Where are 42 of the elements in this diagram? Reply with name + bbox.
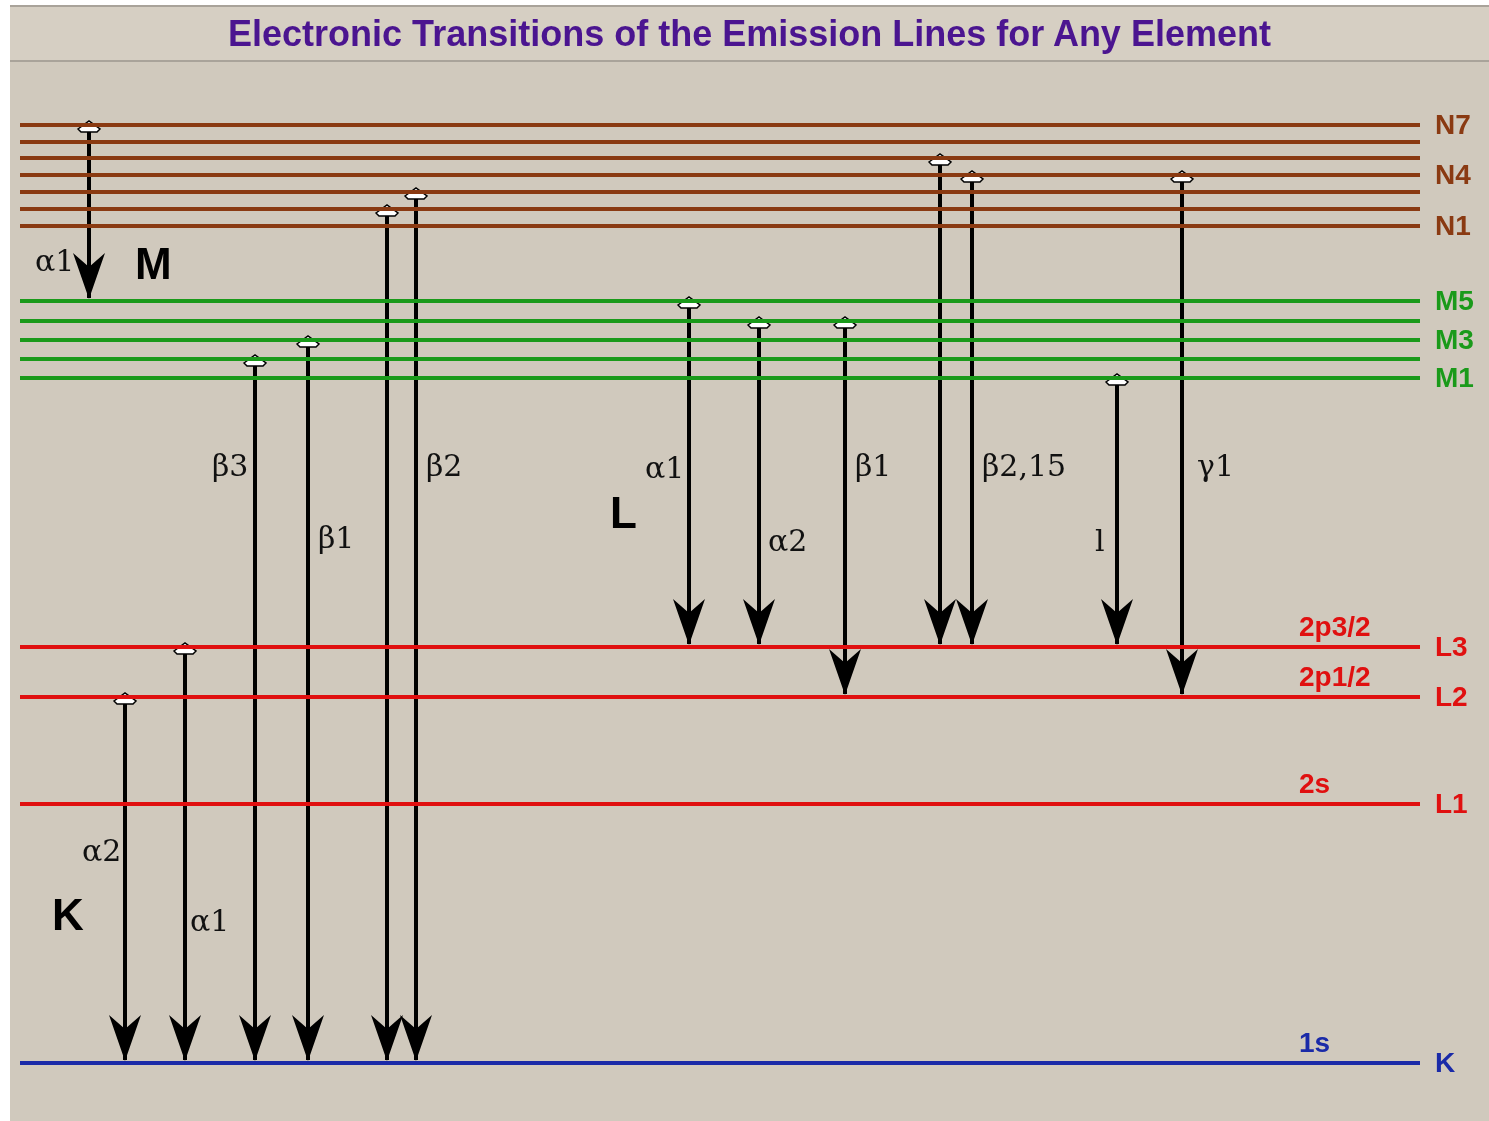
edge-label: α1 <box>190 904 230 938</box>
subshell-label: 2s <box>1299 772 1331 796</box>
shell-label: M <box>135 241 172 287</box>
arrow <box>743 316 775 645</box>
edge-label: β2 <box>426 449 463 483</box>
edge-label: α1 <box>35 244 75 278</box>
arrow <box>169 642 201 1061</box>
arrow <box>239 354 271 1061</box>
arrow <box>292 335 324 1061</box>
arrow <box>924 153 956 645</box>
subshell-label: 1s <box>1299 1031 1331 1055</box>
level-label: L1 <box>1435 792 1468 816</box>
arrow <box>371 204 403 1061</box>
level-label: M3 <box>1435 328 1474 352</box>
edge-label: l <box>1095 524 1105 558</box>
edge-label: β2,15 <box>982 449 1067 483</box>
arrow <box>673 296 705 645</box>
level-label: M5 <box>1435 289 1474 313</box>
arrow <box>1101 373 1133 645</box>
arrow <box>956 170 988 645</box>
arrow <box>73 120 105 299</box>
arrow <box>829 316 861 695</box>
level-label: L3 <box>1435 635 1468 659</box>
shell-label: L <box>610 490 637 536</box>
level-label: N1 <box>1435 214 1471 238</box>
arrow <box>400 187 432 1061</box>
level-label: N7 <box>1435 113 1471 137</box>
edge-label: α2 <box>768 524 808 558</box>
level-label: L2 <box>1435 685 1468 709</box>
level-label: K <box>1435 1051 1456 1075</box>
edge-label: α2 <box>82 834 122 868</box>
edge-label: β3 <box>212 449 249 483</box>
diagram-title: Electronic Transitions of the Emission Lines for Any Element <box>10 5 1489 62</box>
arrow <box>109 692 141 1061</box>
arrow <box>1166 170 1198 695</box>
shell-label: K <box>52 892 84 938</box>
edge-label: β1 <box>855 449 892 483</box>
level-label: M1 <box>1435 366 1474 390</box>
edge-label: γ1 <box>1197 449 1235 483</box>
edge-label: β1 <box>318 521 355 555</box>
level-label: N4 <box>1435 163 1471 187</box>
edge-label: α1 <box>645 451 685 485</box>
